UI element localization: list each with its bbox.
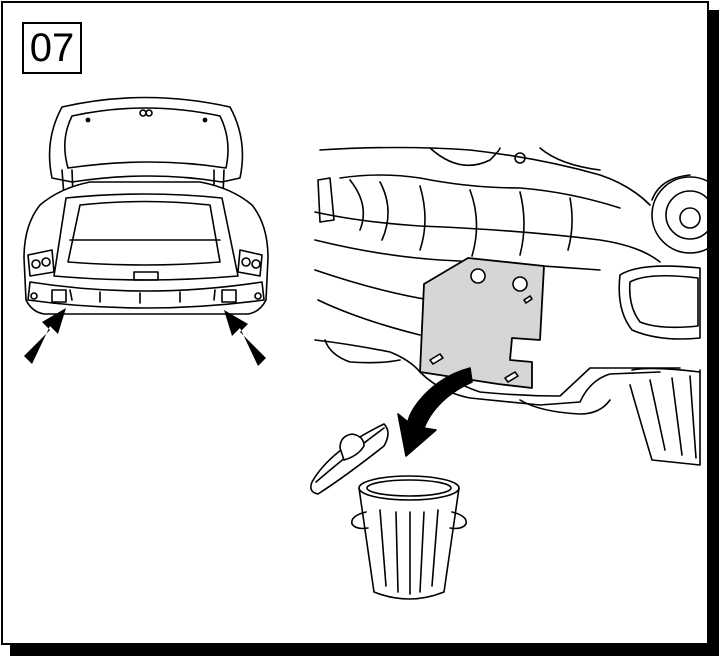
discard-arrow-icon: [397, 367, 473, 457]
trash-can-icon: [350, 475, 468, 600]
trash-lid-icon: [310, 423, 389, 495]
right-arrow-icon: [224, 310, 266, 366]
step-number-badge: 07: [22, 22, 82, 74]
step-number: 07: [29, 26, 75, 70]
bracket-plate: [419, 257, 545, 389]
left-arrow-icon: [24, 308, 66, 364]
